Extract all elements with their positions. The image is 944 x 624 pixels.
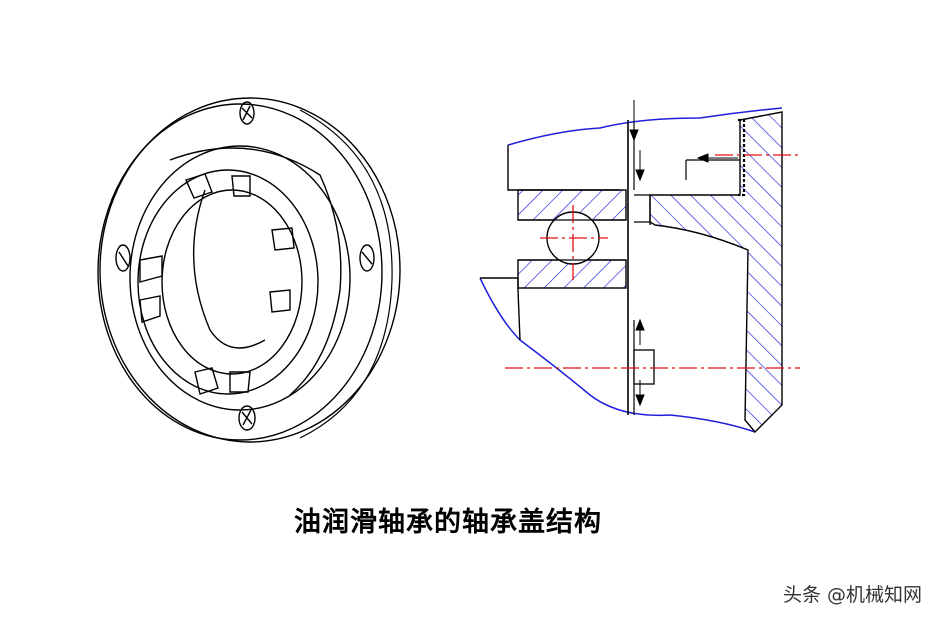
dimension-arrows	[629, 100, 738, 407]
oil-passage	[685, 159, 740, 180]
source-watermark: 头条 @机械知网	[782, 584, 922, 606]
bore	[161, 189, 303, 375]
seal-strip	[738, 118, 746, 197]
diagram-caption: 油润滑轴承的轴承盖结构	[294, 507, 602, 538]
flange-outer-edge	[99, 97, 401, 443]
bearing-inner-ring	[517, 259, 627, 289]
bolt-hole-right	[359, 244, 375, 272]
bolt-hole-bottom	[238, 405, 256, 431]
flange-front-face	[97, 103, 383, 441]
bearing-cover-3d-drawing	[97, 97, 401, 443]
centerlines	[505, 154, 800, 369]
boss-outer	[129, 145, 351, 411]
bearing-cover-section-drawing	[479, 100, 800, 434]
screw-head	[633, 349, 655, 385]
cover-section	[649, 111, 783, 434]
housing-outline	[507, 107, 783, 146]
boss-inner	[137, 169, 319, 395]
bolt-hole-left	[115, 244, 131, 272]
bolt-hole-top	[239, 101, 255, 125]
oil-slots	[139, 173, 295, 395]
